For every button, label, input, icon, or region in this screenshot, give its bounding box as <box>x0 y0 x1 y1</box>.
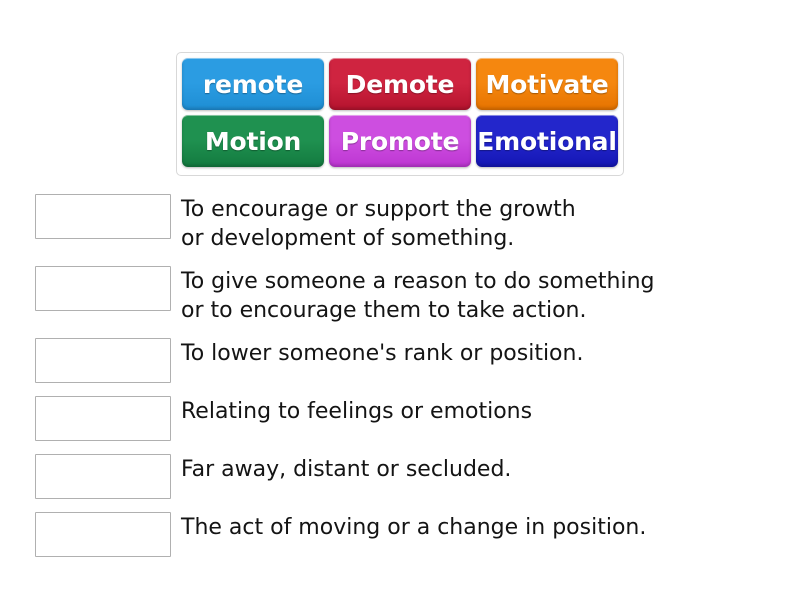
match-row: To lower someone's rank or position. <box>35 338 765 383</box>
answer-drop-box[interactable] <box>35 338 171 383</box>
answer-drop-box[interactable] <box>35 266 171 311</box>
definition-text: To encourage or support the growth or de… <box>181 197 576 251</box>
match-row: To give someone a reason to do something… <box>35 266 765 325</box>
definition-text: To lower someone's rank or position. <box>181 341 584 366</box>
match-row: Relating to feelings or emotions <box>35 396 765 441</box>
match-rows: To encourage or support the growth or de… <box>35 194 765 570</box>
word-tile[interactable]: remote <box>182 58 324 110</box>
answer-drop-box[interactable] <box>35 454 171 499</box>
definition-text: The act of moving or a change in positio… <box>181 515 647 540</box>
answer-drop-box[interactable] <box>35 512 171 557</box>
definition-text: To give someone a reason to do something… <box>181 269 655 323</box>
answer-drop-box[interactable] <box>35 396 171 441</box>
word-tile[interactable]: Motion <box>182 115 324 167</box>
word-tile[interactable]: Promote <box>329 115 471 167</box>
match-row: The act of moving or a change in positio… <box>35 512 765 557</box>
match-row: To encourage or support the growth or de… <box>35 194 765 253</box>
definition-text: Far away, distant or secluded. <box>181 457 512 482</box>
word-tile[interactable]: Emotional <box>476 115 618 167</box>
match-row: Far away, distant or secluded. <box>35 454 765 499</box>
answer-drop-box[interactable] <box>35 194 171 239</box>
word-tile[interactable]: Motivate <box>476 58 618 110</box>
word-tile[interactable]: Demote <box>329 58 471 110</box>
definition-text: Relating to feelings or emotions <box>181 399 533 424</box>
